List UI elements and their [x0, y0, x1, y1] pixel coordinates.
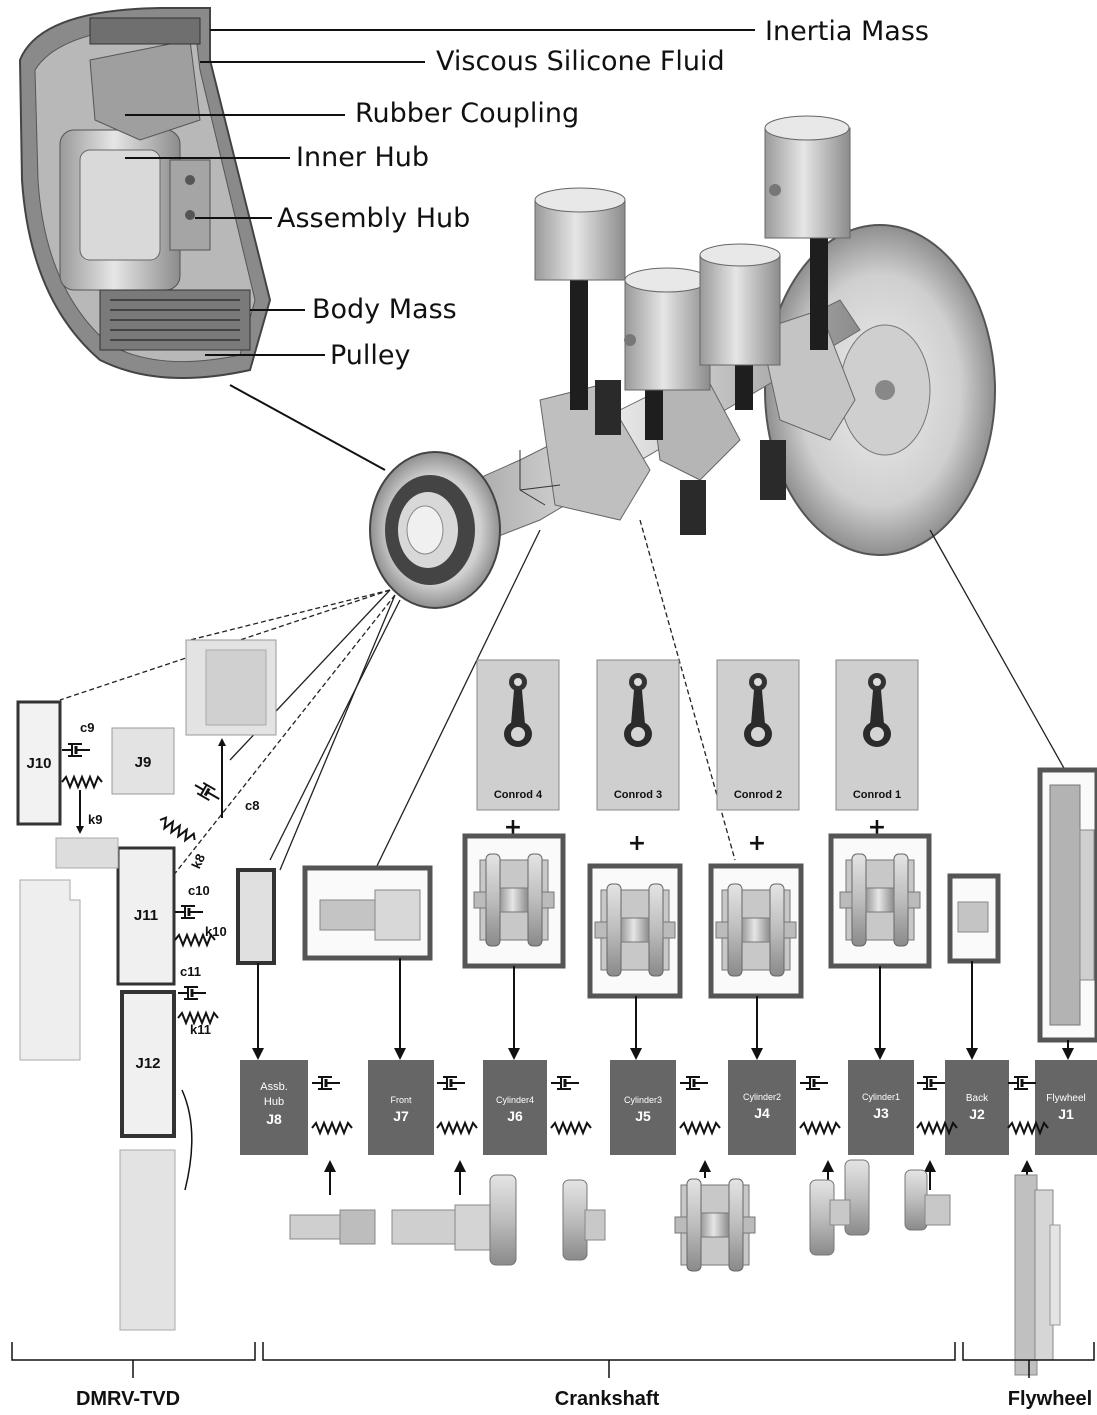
block-j1-id: J1 [1058, 1106, 1074, 1122]
label-j9: J9 [135, 754, 152, 771]
block-j6-id: J6 [507, 1108, 523, 1124]
block-j7-name: Front [390, 1095, 412, 1105]
tvd-cutaway [20, 8, 270, 378]
label-k9: k9 [88, 812, 102, 827]
block-j4-name: Cylinder2 [743, 1092, 781, 1102]
block-j5-name: Cylinder3 [624, 1095, 662, 1105]
block-j4-id: J4 [754, 1105, 770, 1121]
block-j5-id: J5 [635, 1108, 651, 1124]
block-j2-id: J2 [969, 1106, 985, 1122]
label-c10: c10 [188, 883, 210, 898]
label-k11: k11 [190, 1022, 211, 1037]
label-c11: c11 [180, 964, 201, 979]
plus-sign-2: + [748, 831, 766, 856]
label-conrod-2: Conrod 2 [734, 789, 782, 801]
plus-sign-3: + [628, 831, 646, 856]
label-inner-hub: Inner Hub [296, 142, 429, 173]
label-j11: J11 [134, 907, 158, 924]
tvd-lumped-model [18, 640, 276, 1330]
component-frames [305, 770, 1097, 1040]
section-label-dmrv-tvd: DMRV-TVD [76, 1388, 180, 1410]
label-conrod-1: Conrod 1 [853, 789, 901, 801]
block-j3-name: Cylinder1 [862, 1092, 900, 1102]
label-j10: J10 [26, 755, 51, 772]
label-conrod-4: Conrod 4 [494, 789, 543, 801]
block-j2-name: Back [966, 1093, 989, 1104]
section-label-crankshaft: Crankshaft [555, 1388, 660, 1410]
conrod-panels [477, 660, 918, 810]
label-k8: k8 [188, 852, 208, 871]
label-assembly-hub: Assembly Hub [277, 203, 470, 234]
block-j1-name: Flywheel [1046, 1093, 1085, 1104]
block-j8-line2: Hub [264, 1096, 284, 1108]
label-j12: J12 [135, 1055, 160, 1072]
section-label-flywheel: Flywheel [1008, 1388, 1092, 1410]
label-viscous-silicone-fluid: Viscous Silicone Fluid [436, 46, 725, 77]
label-c8: c8 [245, 798, 259, 813]
label-inertia-mass: Inertia Mass [765, 16, 929, 47]
label-c9: c9 [80, 720, 94, 735]
section-brackets [12, 1342, 1094, 1378]
block-j6-name: Cylinder4 [496, 1095, 534, 1105]
label-body-mass: Body Mass [312, 294, 457, 325]
block-j8-line1: Assb. [260, 1081, 288, 1093]
label-pulley: Pulley [330, 340, 411, 371]
bottom-parts [290, 1160, 1060, 1375]
label-k10: k10 [205, 924, 227, 939]
label-conrod-3: Conrod 3 [614, 789, 662, 801]
label-rubber-coupling: Rubber Coupling [355, 98, 579, 129]
block-j8-id: J8 [266, 1111, 282, 1127]
block-j3-id: J3 [873, 1105, 889, 1121]
block-j7-id: J7 [393, 1108, 409, 1124]
